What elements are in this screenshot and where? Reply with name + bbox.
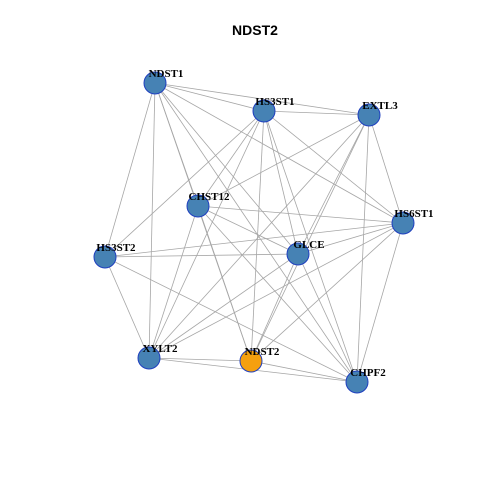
node-xylt2[interactable]: [137, 346, 161, 370]
edge-ndst1-hs3st1: [154, 82, 265, 112]
node-hs6st1[interactable]: [391, 211, 415, 235]
node-label-hs3st1: HS3ST1: [255, 96, 294, 108]
edge-chst12-hs6st1: [197, 205, 404, 224]
edge-glce-xylt2: [148, 253, 299, 359]
node-label-xylt2: XYLT2: [142, 343, 178, 355]
edge-extl3-glce: [297, 114, 370, 255]
node-chst12[interactable]: [186, 194, 210, 218]
graph-title: NDST2: [232, 22, 278, 38]
edge-hs6st1-xylt2: [148, 222, 404, 359]
edge-hs3st1-xylt2: [148, 110, 265, 359]
edge-hs3st1-hs6st1: [263, 110, 404, 224]
node-label-hs6st1: HS6ST1: [394, 208, 433, 220]
edge-ndst1-glce: [154, 82, 299, 255]
edge-ndst1-extl3: [154, 82, 370, 116]
edge-chst12-chpf2: [197, 205, 358, 383]
edge-extl3-ndst2: [250, 114, 370, 362]
edge-extl3-xylt2: [148, 114, 370, 359]
edge-hs3st1-ndst2: [250, 110, 265, 362]
edge-hs6st1-chpf2: [356, 222, 404, 383]
edge-glce-ndst2: [250, 253, 299, 362]
edge-hs6st1-ndst2: [250, 222, 404, 362]
node-label-ndst2: NDST2: [245, 346, 280, 358]
node-extl3[interactable]: [357, 103, 381, 127]
edge-hs3st2-chpf2: [104, 256, 358, 383]
node-ndst1[interactable]: [143, 71, 167, 95]
edge-hs3st2-glce: [104, 253, 299, 258]
node-label-hs3st2: HS3ST2: [96, 242, 136, 254]
edge-layer: [104, 82, 404, 383]
node-label-glce: GLCE: [293, 239, 324, 251]
edge-hs3st1-extl3: [263, 110, 370, 116]
node-hs3st2[interactable]: [93, 245, 117, 269]
edge-ndst1-xylt2: [148, 82, 156, 359]
node-layer: [93, 71, 415, 394]
edge-extl3-hs6st1: [368, 114, 404, 224]
node-glce[interactable]: [286, 242, 310, 266]
edge-glce-chpf2: [297, 253, 358, 383]
edge-ndst1-hs3st2: [104, 82, 156, 258]
edge-extl3-chpf2: [356, 114, 370, 383]
edge-hs6st1-hs3st2: [104, 222, 404, 258]
edge-xylt2-ndst2: [148, 357, 252, 362]
node-chpf2[interactable]: [345, 370, 369, 394]
node-label-ndst1: NDST1: [149, 68, 184, 80]
edge-hs3st1-chst12: [197, 110, 265, 207]
edge-extl3-chst12: [197, 114, 370, 207]
edge-chst12-glce: [197, 205, 299, 255]
edge-ndst2-chpf2: [250, 360, 358, 383]
node-label-chst12: CHST12: [189, 191, 230, 203]
node-label-extl3: EXTL3: [362, 100, 398, 112]
edge-hs3st1-glce: [263, 110, 299, 255]
edge-hs3st1-hs3st2: [104, 110, 265, 258]
edge-chst12-xylt2: [148, 205, 199, 359]
edge-hs3st1-chpf2: [263, 110, 358, 383]
node-hs3st1[interactable]: [252, 99, 276, 123]
edge-ndst1-hs6st1: [154, 82, 404, 224]
edge-ndst1-chpf2: [154, 82, 358, 383]
edge-chst12-ndst2: [197, 205, 252, 362]
node-ndst2[interactable]: [239, 349, 263, 373]
edge-hs6st1-glce: [297, 222, 404, 255]
node-label-chpf2: CHPF2: [350, 367, 386, 379]
edge-hs3st2-xylt2: [104, 256, 150, 359]
